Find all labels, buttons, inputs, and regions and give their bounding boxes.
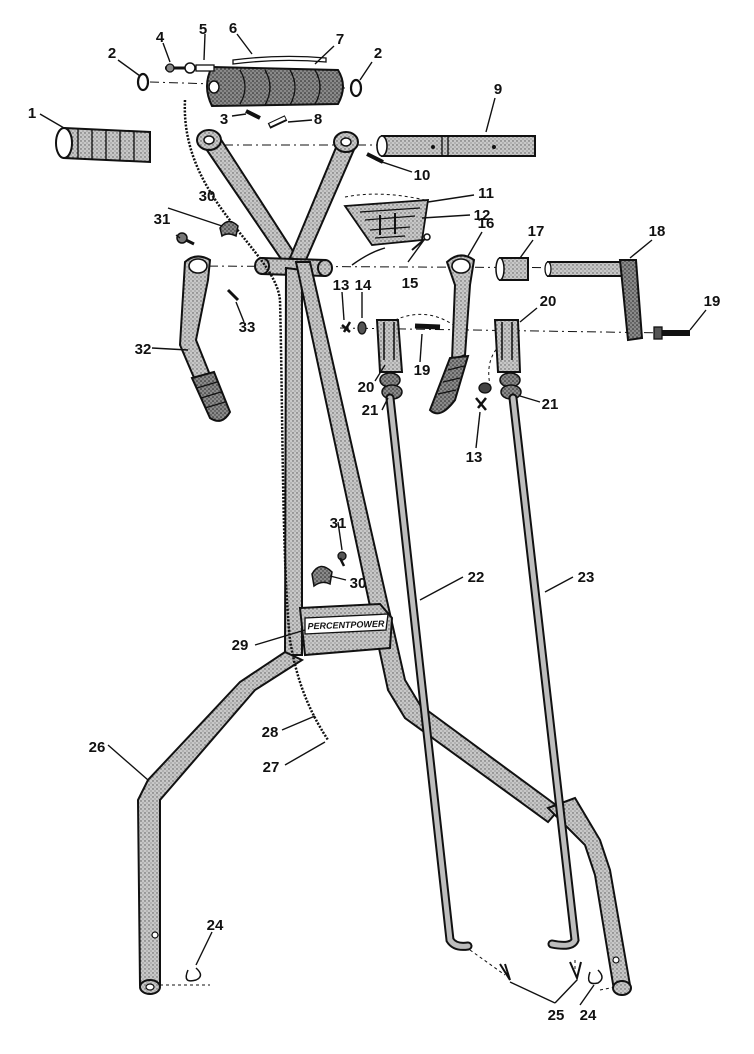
callout-19a: 19 [414, 362, 431, 379]
clip-and-bolt-upper [176, 220, 239, 246]
control-rods [385, 393, 580, 951]
callout-22: 22 [468, 569, 485, 586]
handle-frame [136, 129, 632, 996]
callout-13b: 13 [466, 449, 483, 466]
callout-21b: 21 [542, 396, 559, 413]
callout-19b: 19 [704, 293, 721, 310]
nameplate-bracket: PERCENTPOWER [298, 602, 394, 657]
callout-6: 6 [229, 20, 237, 37]
callout-25: 25 [548, 1007, 565, 1024]
washers-and-pins [341, 321, 492, 411]
callout-26: 26 [89, 739, 106, 756]
callout-12: 12 [474, 207, 491, 224]
callout-1: 1 [28, 105, 36, 122]
callout-13a: 13 [333, 277, 350, 294]
callout-24b: 24 [580, 1007, 597, 1024]
spacer-tube [366, 135, 536, 164]
callout-32: 32 [135, 341, 152, 358]
callout-9: 9 [494, 81, 502, 98]
callout-21a: 21 [362, 402, 379, 419]
nameplate-text: PERCENTPOWER [307, 619, 385, 632]
callout-8: 8 [314, 111, 322, 128]
callout-20a: 20 [358, 379, 375, 396]
clip-and-bolt-lower [311, 551, 347, 588]
callout-2b: 2 [374, 45, 382, 62]
callout-15: 15 [402, 275, 419, 292]
grip-strip [232, 55, 327, 65]
callout-14: 14 [355, 277, 372, 294]
handle-grip [55, 126, 151, 164]
callout-23: 23 [578, 569, 595, 586]
callout-33: 33 [239, 319, 256, 336]
callout-27: 27 [263, 759, 280, 776]
callout-16: 16 [478, 215, 495, 232]
callout-18: 18 [649, 223, 666, 240]
callout-10: 10 [414, 167, 431, 184]
small-pins [245, 109, 288, 129]
callout-30b: 30 [350, 575, 367, 592]
callout-7: 7 [336, 31, 344, 48]
callout-24a: 24 [207, 917, 224, 934]
retaining-rings [136, 72, 363, 98]
callout-29: 29 [232, 637, 249, 654]
callout-17: 17 [528, 223, 545, 240]
callout-4: 4 [156, 29, 165, 46]
callout-31b: 31 [330, 515, 347, 532]
clevis-right [493, 319, 522, 400]
callout-31a: 31 [154, 211, 171, 228]
callout-3: 3 [220, 111, 228, 128]
callout-labels: 1 2 2 3 4 5 6 7 8 9 10 11 12 13 13 14 15… [28, 20, 721, 1024]
grip-screw-and-pin [165, 62, 215, 74]
clutch-lever-left [178, 255, 240, 422]
instruction-plate [343, 199, 430, 246]
callout-30a: 30 [199, 188, 216, 205]
callout-2a: 2 [108, 45, 116, 62]
callout-28: 28 [262, 724, 279, 741]
throttle-cable [183, 99, 330, 741]
lever-right [428, 254, 476, 415]
throttle-grip [206, 65, 344, 108]
leader-lines [39, 33, 707, 1006]
bushing-and-crank [495, 257, 690, 342]
callout-5: 5 [199, 21, 207, 38]
hair-pins [185, 961, 603, 985]
callout-11: 11 [478, 185, 494, 202]
clevis-left [375, 319, 404, 400]
callout-20b: 20 [540, 293, 557, 310]
